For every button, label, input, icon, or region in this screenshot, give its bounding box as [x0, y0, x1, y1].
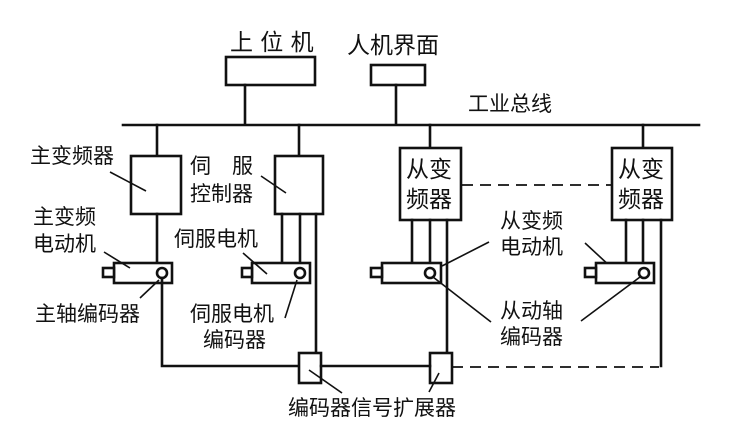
master-motor-label-1: 主变频	[33, 205, 96, 229]
slave-motor-1-leader	[441, 241, 490, 267]
master-inverter-label: 主变频器	[30, 144, 114, 168]
spindle-encoder-label: 主轴编码器	[35, 302, 140, 326]
servo-controller-label-2: 控制器	[190, 182, 253, 206]
slave-encoder-1-leader	[432, 276, 492, 323]
slave-motor-label-1: 从变频	[500, 209, 563, 233]
encoder-expander-2	[428, 351, 454, 385]
slave-inverter-2-label-2: 频器	[618, 187, 664, 213]
encoder-expander-2-leader	[428, 372, 440, 393]
slave-encoder-label-2: 编码器	[500, 325, 563, 349]
encoder-expander-1-leader	[308, 369, 343, 394]
servo-controller-box	[273, 154, 325, 216]
servo-encoder-label-2: 编码器	[203, 328, 266, 352]
host-computer-label: 上 位 机	[230, 30, 314, 56]
spindle-encoder-leader	[139, 279, 160, 299]
servo-encoder-icon	[293, 266, 307, 280]
slave-encoder-2-icon	[637, 266, 651, 280]
servo-controller-leader	[260, 175, 287, 194]
slave-inverter-2-label-1: 从变	[618, 157, 664, 183]
master-motor-leader	[103, 251, 131, 269]
slave-inverter-1-label-2: 频器	[406, 187, 452, 213]
servo-motor-label: 伺服电机	[174, 227, 258, 251]
servo-encoder-label-1: 伺服电机	[190, 302, 274, 326]
slave-motor-1-shaft	[369, 266, 384, 279]
hmi-label: 人机界面	[347, 33, 439, 59]
servo-controller-label-1: 伺 服	[190, 154, 253, 178]
encoder-expander-1	[297, 351, 323, 385]
slave-inverter-1-box	[398, 146, 463, 222]
slave-encoder-1-icon	[423, 266, 437, 280]
hmi-box	[369, 63, 427, 87]
master-motor-shaft	[101, 266, 116, 279]
fieldbus-label: 工业总线	[468, 92, 552, 116]
servo-encoder-leader	[284, 279, 298, 319]
spindle-encoder-wire	[160, 276, 302, 368]
slave-motor-label-2: 电动机	[500, 235, 563, 259]
master-inverter-box	[129, 154, 183, 216]
slave-encoder-label-1: 从动轴	[500, 299, 563, 323]
master-motor-label-2: 电动机	[33, 232, 96, 256]
slave-encoder-2-leader	[580, 276, 641, 322]
servo-motor-leader	[242, 252, 268, 275]
slave-motor-2-shaft	[583, 266, 598, 279]
host-computer-box	[224, 55, 317, 87]
encoder-expander-label: 编码器信号扩展器	[288, 396, 456, 420]
master-inverter-leader	[109, 171, 147, 192]
spindle-encoder-icon	[155, 266, 169, 280]
slave-inverter-1-label-1: 从变	[406, 157, 452, 183]
servo-motor-shaft	[240, 266, 254, 279]
